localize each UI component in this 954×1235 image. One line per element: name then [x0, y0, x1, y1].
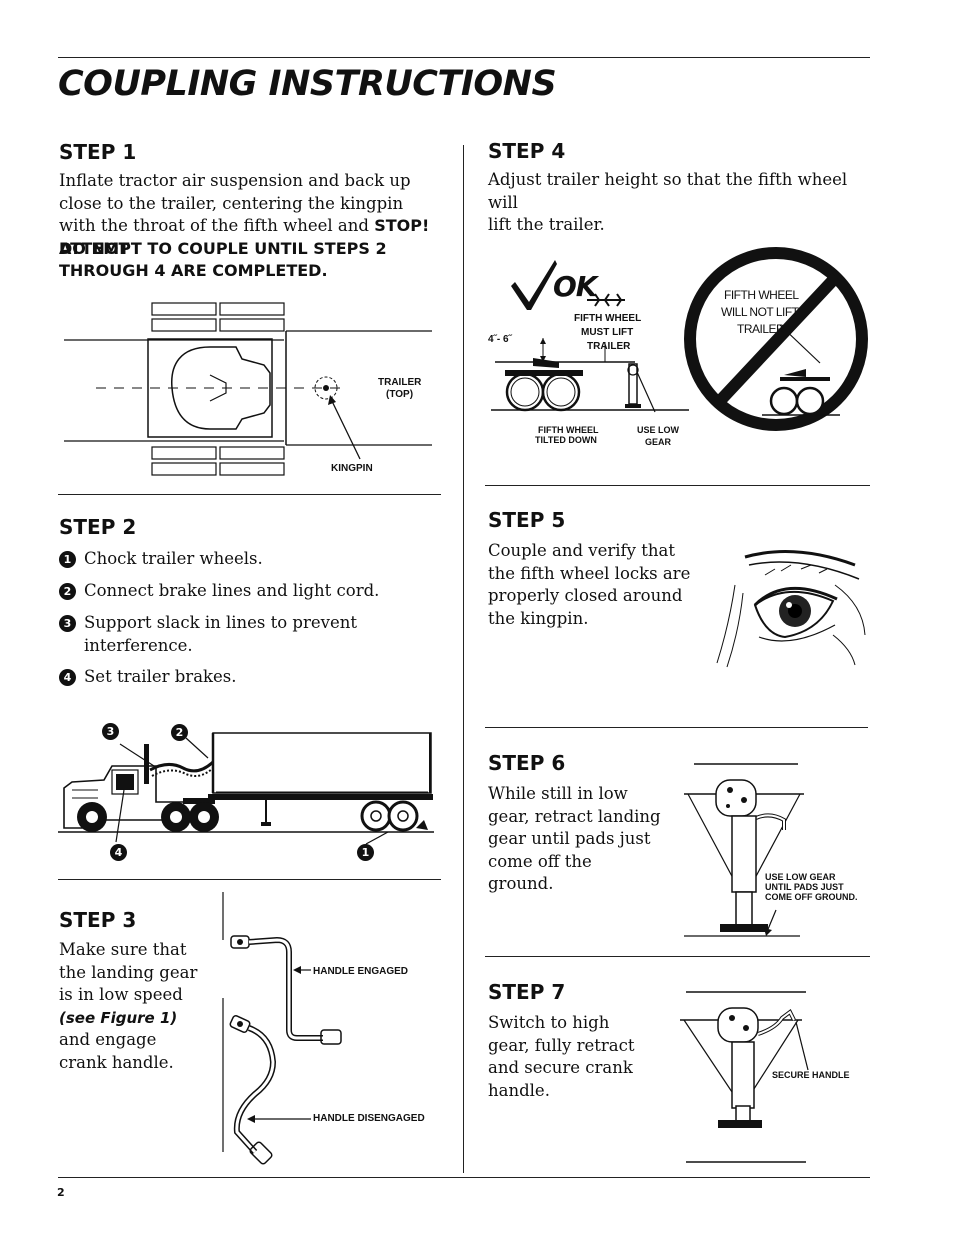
- step-5-line: the kingpin.: [488, 608, 589, 628]
- step-3-line: Make sure that: [59, 940, 187, 959]
- number-badge: 3: [59, 615, 76, 632]
- callout-1: 1: [357, 842, 382, 861]
- label-handle-disengaged: HANDLE DISENGAGED: [313, 1113, 425, 1124]
- step-6-divider: [485, 956, 870, 957]
- step-1-heading: STEP 1: [59, 140, 137, 164]
- trailer-height-ok-diagram: [491, 260, 689, 413]
- step-7-line: Switch to high: [488, 1013, 610, 1032]
- step-5-text: Couple and verify that the fifth wheel l…: [488, 540, 698, 630]
- step-4-text: Adjust trailer height so that the fifth …: [488, 169, 873, 237]
- step-2-heading: STEP 2: [59, 515, 137, 539]
- number-badge: 4: [110, 844, 127, 861]
- step-2-divider: [58, 879, 441, 880]
- step-2-item-1: 1 Chock trailer wheels.: [59, 548, 263, 571]
- label-low-2: GEAR: [645, 437, 672, 447]
- label-handle-engaged: HANDLE ENGAGED: [313, 966, 409, 977]
- step-6-heading: STEP 6: [488, 751, 566, 775]
- step-4-heading: STEP 4: [488, 139, 566, 163]
- label-must-lift-2: MUST LIFT: [581, 327, 634, 338]
- step-1-body: Inflate tractor air suspension and back …: [59, 171, 411, 235]
- number-badge: 4: [59, 669, 76, 686]
- label-low-1: USE LOW: [637, 425, 679, 435]
- step-6-line: While still in low: [488, 784, 628, 803]
- landing-gear-low-diagram: [684, 763, 804, 937]
- step-1-warning-line3: THROUGH 4 ARE COMPLETED.: [59, 261, 328, 280]
- no-lift-prohibition-diagram: [684, 247, 868, 431]
- step-3-line: and engage: [59, 1030, 157, 1049]
- number-badge: 1: [59, 551, 76, 568]
- label-must-lift-3: TRAILER: [587, 341, 631, 352]
- number-badge: 3: [102, 723, 119, 740]
- step-2-item-3-cont: interference.: [84, 636, 193, 655]
- step-6-line: gear until pads just: [488, 829, 651, 848]
- step-1-warning-line1: STOP! DO NOT: [59, 216, 430, 258]
- step-4-divider: [485, 485, 870, 486]
- step-6-text: While still in low gear, retract landing…: [488, 783, 663, 896]
- column-divider: [463, 145, 464, 1173]
- crank-handle-diagram: [222, 892, 342, 1165]
- label-range: 4˝- 6˝: [488, 334, 512, 345]
- label-must-lift-1: FIFTH WHEEL: [574, 313, 642, 324]
- label-low-gear-3: COME OFF GROUND.: [765, 892, 858, 902]
- step-2-item-2: 2 Connect brake lines and light cord.: [59, 580, 379, 603]
- step-5-divider: [485, 727, 868, 728]
- label-kingpin: KINGPIN: [331, 463, 373, 474]
- step-1-warning-line2: ATTEMPT TO COUPLE UNTIL STEPS 2: [59, 239, 387, 258]
- label-trailer: TRAILER: [378, 377, 422, 388]
- label-secure-handle: SECURE HANDLE: [772, 1070, 850, 1080]
- step-2-item-4-text: Set trailer brakes.: [84, 667, 237, 686]
- step-7-line: handle.: [488, 1080, 550, 1100]
- step-5-line: properly closed around: [488, 586, 683, 605]
- step-3-heading: STEP 3: [59, 908, 137, 932]
- step-7-line: gear, fully retract: [488, 1035, 635, 1055]
- step-4-line: lift the trailer.: [488, 215, 605, 234]
- step-2-item-1-text: Chock trailer wheels.: [84, 549, 263, 568]
- step-7-line: and secure crank: [488, 1058, 633, 1077]
- callout-2: 2: [171, 722, 196, 741]
- number-badge: 2: [171, 724, 188, 741]
- step-3-line: the landing gear: [59, 962, 198, 982]
- eye-icon: [716, 550, 866, 668]
- step-5-line: Couple and verify that: [488, 541, 675, 560]
- step-7-heading: STEP 7: [488, 980, 566, 1004]
- landing-gear-secured-diagram: [680, 991, 809, 1163]
- step-2-item-3: 3 Support slack in lines to prevent: [59, 612, 357, 635]
- label-low-gear-2: UNTIL PADS JUST: [765, 882, 844, 892]
- step-3-line: is in low speed: [59, 985, 183, 1004]
- step-7-text: Switch to high gear, fully retract and s…: [488, 1012, 663, 1102]
- label-top: (TOP): [386, 389, 414, 400]
- step-1-divider: [58, 494, 441, 495]
- label-not-lift-3: TRAILER: [737, 322, 785, 336]
- step-3-line: crank handle.: [59, 1052, 174, 1072]
- step-2-item-4: 4 Set trailer brakes.: [59, 666, 237, 689]
- label-tilted-2: TILTED DOWN: [535, 435, 597, 445]
- tractor-trailer-diagram: [58, 732, 434, 845]
- label-not-lift-1: FIFTH WHEEL: [724, 288, 799, 302]
- label-low-gear-1: USE LOW GEAR: [765, 872, 836, 882]
- step-3-figure-ref: (see Figure 1): [59, 1008, 178, 1027]
- top-rule: [58, 57, 870, 58]
- page-number: 2: [57, 1186, 65, 1199]
- label-tilted-1: FIFTH WHEEL: [538, 425, 599, 435]
- step-1-text: Inflate tractor air suspension and back …: [59, 170, 444, 260]
- step-6-line: come off the: [488, 851, 592, 871]
- label-not-lift-2: WILL NOT LIFT: [721, 305, 799, 319]
- number-badge: 2: [59, 583, 76, 600]
- step-3-text: Make sure that the landing gear is in lo…: [59, 939, 219, 1074]
- step-2-item-3-text: Support slack in lines to prevent: [84, 613, 357, 632]
- step-2-item-2-text: Connect brake lines and light cord.: [84, 581, 380, 600]
- callout-3: 3: [102, 721, 127, 740]
- ok-mark: OK: [553, 270, 597, 303]
- step-5-heading: STEP 5: [488, 508, 566, 532]
- bottom-rule: [58, 1177, 870, 1178]
- step-4-line: Adjust trailer height so that the fifth …: [488, 170, 848, 212]
- number-badge: 1: [357, 844, 374, 861]
- step-6-line: gear, retract landing: [488, 806, 661, 826]
- step-6-line: ground.: [488, 874, 554, 893]
- fifth-wheel-top-diagram: [64, 302, 432, 476]
- step-5-line: the fifth wheel locks are: [488, 563, 691, 583]
- callout-4: 4: [110, 842, 135, 861]
- page-title: COUPLING INSTRUCTIONS: [58, 64, 557, 104]
